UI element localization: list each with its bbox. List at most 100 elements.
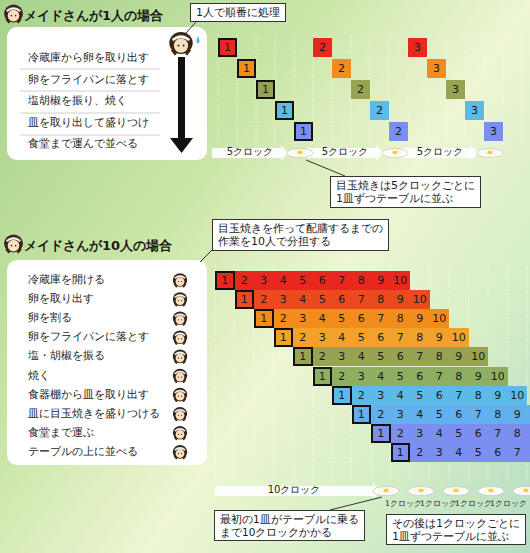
clock-cell: 4 [274,271,294,290]
clock-cell: 4 [449,443,469,462]
clock-cell: 2 [313,38,332,57]
task-label: 塩・胡椒を振る [28,349,105,362]
clock-cell: 9 [371,271,391,290]
clock-cell: 10 [508,386,528,405]
task-label: 卵を割る [28,311,72,324]
clock-cell: 2 [410,443,430,462]
clock-cell: 3 [332,347,352,366]
row-separator [20,91,160,92]
clock-cell: 4 [391,386,411,405]
clock-cell: 5 [352,328,372,347]
clock-cell: 8 [449,367,469,386]
clock-cell: 3 [391,405,411,424]
clock-label: 5クロック [212,146,288,158]
egg-plate [382,149,408,158]
clock-cell: 2 [370,101,389,120]
clock-cell: 2 [235,271,255,290]
clock-cell: 7 [371,309,391,328]
clock-cell: 5 [293,271,313,290]
panel-heading: メイドさんが10人の場合 [24,238,172,254]
clock-cell: 5 [449,424,469,443]
clock-cell: 7 [508,443,528,462]
clock-cell: 1 [352,405,372,424]
clock-cell: 1 [215,271,235,290]
egg-plate [408,487,434,496]
callout-text: その後は1クロックごとに 1皿ずつテーブルに並ぶ [392,517,520,542]
clock-cell: 8 [508,424,528,443]
task-label: 卵を取り出す [28,292,94,305]
clock-cell: 1 [371,424,391,443]
row-separator [20,69,160,70]
row-separator [20,135,160,136]
clock-cell: 6 [313,271,333,290]
clock-cell: 2 [293,328,313,347]
maid-icon [173,369,187,383]
clock-cell: 7 [430,367,450,386]
clock-cell: 3 [410,424,430,443]
clock-cell: 7 [391,328,411,347]
egg-plate [513,487,530,496]
clock-label: 1クロック [385,499,422,509]
maid-icon [169,32,192,55]
maid-icon [4,235,23,253]
clock-cell: 1 [332,386,352,405]
task-label: テーブルの上に並べる [28,445,138,458]
callout-text: 目玉焼きは5クロックごとに 1皿ずつテーブルに並ぶ [336,179,475,205]
task-label: 食堂まで運んで並べる [28,137,138,150]
clock-cell: 5 [391,367,411,386]
clock-cell: 10 [430,309,450,328]
clock-cell: 2 [352,386,372,405]
clock-cell: 8 [488,405,508,424]
clock-cell: 6 [410,367,430,386]
clock-cell: 1 [237,59,256,78]
clock-cell: 6 [371,328,391,347]
clock-cell-edge [527,443,530,462]
clock-cell: 3 [430,443,450,462]
clock-cell: 6 [332,290,352,309]
clock-cell: 10 [488,367,508,386]
clock-ribbon [307,145,383,161]
task-label: 冷蔵庫から卵を取り出す [28,51,149,64]
clock-cell: 8 [410,328,430,347]
clock-cell: 4 [410,405,430,424]
clock-label: 5クロック [307,146,383,158]
clock-label: 5クロック [402,146,478,158]
clock-cell: 2 [351,80,370,99]
callout-box: 目玉焼きは5クロックごとに 1皿ずつテーブルに並ぶ [330,176,481,208]
callout-box: 最初の1皿がテーブルに乗る まで10クロックかかる [214,510,365,541]
clock-cell: 4 [293,290,313,309]
callout-box: 1人で順番に処理 [190,3,286,22]
clock-cell: 4 [371,367,391,386]
clock-cell: 2 [389,122,408,141]
clock-cell: 10 [449,328,469,347]
egg-plate [373,487,399,496]
task-label: 食器棚から皿を取り出す [28,388,149,401]
clock-cell: 9 [410,309,430,328]
clock-cell: 3 [465,101,484,120]
clock-cell: 3 [274,290,294,309]
clock-cell: 3 [352,367,372,386]
callout-box: 目玉焼きを作って配膳するまでの 作業を10人で分担する [212,219,389,251]
task-label: 卵をフライパンに落とす [28,330,149,343]
clock-cell: 7 [488,424,508,443]
clock-cell: 9 [508,405,528,424]
task-label: 食堂まで運ぶ [28,426,94,439]
clock-cell: 4 [430,424,450,443]
clock-cell: 8 [469,386,489,405]
maid-icon [173,331,187,345]
clock-cell: 1 [294,122,313,141]
clock-cell: 6 [352,309,372,328]
clock-cell: 9 [391,290,411,309]
clock-cell: 1 [218,38,237,57]
clock-cell: 4 [313,309,333,328]
callout-text: 目玉焼きを作って配膳するまでの 作業を10人で分担する [218,222,383,248]
maid-icon [4,5,23,23]
clock-ribbon [212,145,288,161]
task-label: 冷蔵庫を開ける [28,273,105,286]
clock-cell: 5 [371,347,391,366]
clock-cell: 3 [484,122,503,141]
clock-label: 10クロック [215,484,373,496]
clock-cell: 6 [449,405,469,424]
leader-line [330,497,382,510]
clock-cell: 5 [410,386,430,405]
